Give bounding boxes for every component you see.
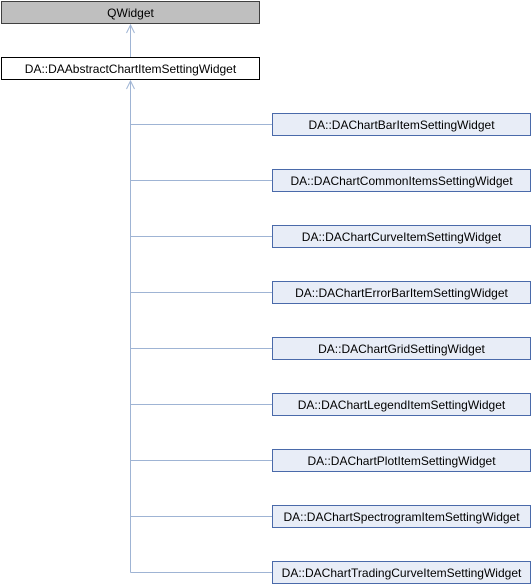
node-errorbar-item-setting-widget[interactable]: DA::DAChartErrorBarItemSettingWidget — [272, 281, 531, 304]
node-derived-label: DA::DAChartCurveItemSettingWidget — [301, 229, 502, 244]
node-derived-label: DA::DAChartCommonItemsSettingWidget — [290, 173, 513, 188]
node-curve-item-setting-widget[interactable]: DA::DAChartCurveItemSettingWidget — [272, 225, 531, 248]
node-derived-label: DA::DAChartTradingCurveItemSettingWidget — [281, 565, 522, 580]
node-derived-label: DA::DAChartBarItemSettingWidget — [308, 117, 495, 132]
node-trading-curve-item-setting-widget[interactable]: DA::DAChartTradingCurveItemSettingWidget — [272, 561, 531, 584]
node-grid-setting-widget[interactable]: DA::DAChartGridSettingWidget — [272, 337, 531, 360]
node-spectrogram-item-setting-widget[interactable]: DA::DAChartSpectrogramItemSettingWidget — [272, 505, 531, 528]
node-legend-item-setting-widget[interactable]: DA::DAChartLegendItemSettingWidget — [272, 393, 531, 416]
node-derived-label: DA::DAChartLegendItemSettingWidget — [297, 397, 506, 412]
node-abstract-label: DA::DAAbstractChartItemSettingWidget — [24, 61, 237, 76]
node-derived-label: DA::DAChartGridSettingWidget — [318, 341, 485, 356]
arrowhead-base — [126, 79, 135, 90]
node-derived-label: DA::DAChartSpectrogramItemSettingWidget — [283, 509, 520, 524]
arrowhead-qwidget — [126, 23, 135, 34]
node-plot-item-setting-widget[interactable]: DA::DAChartPlotItemSettingWidget — [272, 449, 531, 472]
node-common-items-setting-widget[interactable]: DA::DAChartCommonItemsSettingWidget — [272, 169, 531, 192]
node-derived-label: DA::DAChartPlotItemSettingWidget — [307, 453, 496, 468]
node-qwidget: QWidget — [1, 1, 260, 24]
node-qwidget-label: QWidget — [107, 5, 154, 20]
node-abstract-chart-item-setting-widget[interactable]: DA::DAAbstractChartItemSettingWidget — [1, 57, 260, 80]
node-derived-label: DA::DAChartErrorBarItemSettingWidget — [295, 285, 508, 300]
node-bar-item-setting-widget[interactable]: DA::DAChartBarItemSettingWidget — [272, 113, 531, 136]
